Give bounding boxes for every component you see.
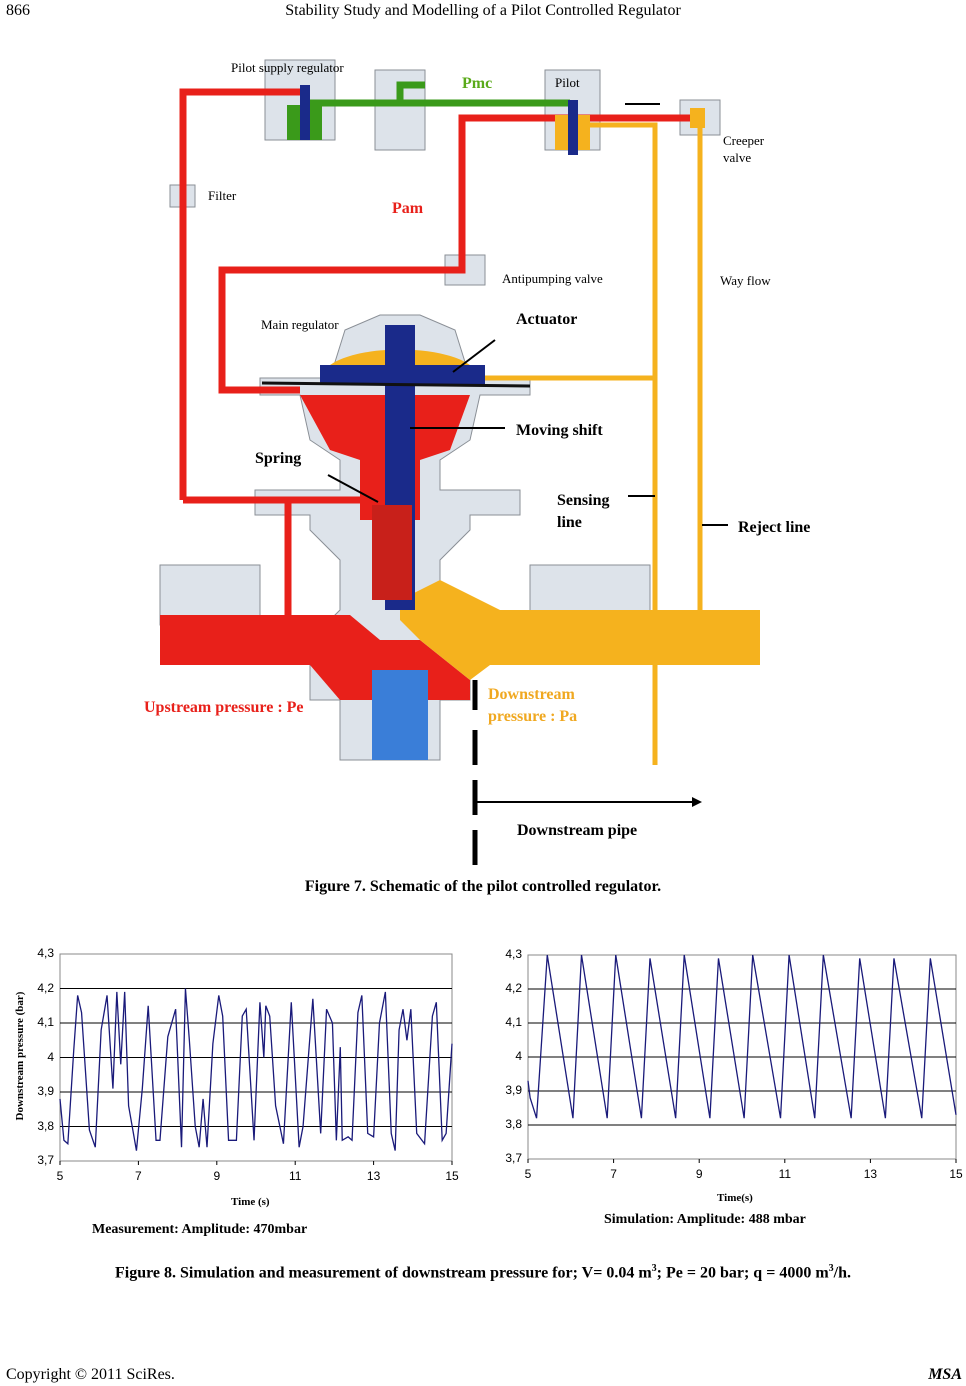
- y-tick-label: 4,2: [37, 980, 54, 995]
- pilot-supply-line: [300, 81, 570, 107]
- y-axis-label: Downstream pressure (bar): [14, 991, 26, 1121]
- x-tick-label: 7: [135, 1169, 142, 1183]
- figure8-caption: Figure 8. Simulation and measurement of …: [114, 1263, 851, 1282]
- label-actuator: Actuator: [516, 311, 578, 328]
- label-moving-shift: Moving shift: [516, 422, 603, 439]
- y-tick-label: 3,8: [37, 1118, 54, 1133]
- label-pilot: Pilot: [555, 75, 580, 90]
- x-tick-label: 13: [366, 1169, 381, 1183]
- spring-graphic: [372, 505, 412, 600]
- y-tick-label: 3,7: [37, 1153, 54, 1167]
- upstream-lines: [179, 88, 690, 615]
- label-spring: Spring: [255, 450, 302, 467]
- x-tick-label: 9: [695, 1167, 703, 1181]
- label-reject-line: Reject line: [738, 519, 811, 536]
- y-tick-label: 4: [515, 1049, 522, 1063]
- label-pmc: Pmc: [462, 75, 493, 92]
- x-tick-label: 9: [213, 1169, 221, 1183]
- y-tick-label: 3,7: [505, 1151, 522, 1165]
- x-tick-label: 15: [445, 1169, 459, 1183]
- simulation-label: Simulation: Amplitude: 488 mbar: [604, 1212, 806, 1227]
- y-tick-label: 4: [47, 1049, 54, 1064]
- label-antipumping-valve: Antipumping valve: [502, 271, 603, 286]
- label-pilot-supply-regulator: Pilot supply regulator: [231, 60, 344, 75]
- x-axis-label: Time (s): [231, 1196, 270, 1208]
- y-tick-label: 4,1: [505, 1015, 522, 1029]
- x-tick-label: 11: [288, 1169, 302, 1183]
- valve-plug: [372, 670, 428, 760]
- figure7-caption: Figure 7. Schematic of the pilot control…: [304, 878, 662, 895]
- series-line-measurement: [59, 988, 453, 1151]
- x-tick-label: 15: [949, 1167, 963, 1181]
- y-tick-label: 4,1: [37, 1015, 54, 1029]
- figure8-charts: [59, 953, 957, 1165]
- label-downstream-pipe: Downstream pipe: [517, 822, 638, 839]
- y-tick-label: 3,9: [505, 1083, 522, 1097]
- y-tick-label: 4,3: [37, 946, 54, 960]
- pointer-arrows: [327, 103, 728, 803]
- x-tick-label: 13: [863, 1167, 878, 1181]
- running-title: Stability Study and Modelling of a Pilot…: [285, 2, 681, 19]
- x-axis-label: Time(s): [717, 1192, 753, 1204]
- copyright: Copyright © 2011 SciRes.: [6, 1366, 175, 1383]
- y-tick-label: 4,2: [505, 981, 522, 995]
- page-number: 866: [6, 2, 30, 19]
- journal-abbrev: MSA: [928, 1366, 962, 1383]
- downstream-lines: [480, 120, 703, 765]
- label-way-flow: Way flow: [720, 273, 771, 288]
- series-line-simulation: [527, 954, 957, 1119]
- label-pam: Pam: [392, 200, 424, 217]
- y-tick-label: 4,3: [505, 947, 522, 961]
- x-tick-label: 11: [778, 1167, 792, 1181]
- x-tick-label: 7: [610, 1167, 617, 1181]
- x-tick-label: 5: [524, 1167, 532, 1181]
- label-main-regulator: Main regulator: [261, 317, 339, 332]
- regulator-schematic: [159, 59, 760, 865]
- y-tick-label: 3,9: [37, 1084, 54, 1098]
- label-filter: Filter: [208, 188, 237, 203]
- label-upstream-pressure: Upstream pressure : Pe: [144, 699, 304, 716]
- y-tick-label: 3,8: [505, 1117, 522, 1131]
- x-tick-label: 5: [56, 1169, 64, 1183]
- measurement-label: Measurement: Amplitude: 470mbar: [92, 1222, 308, 1237]
